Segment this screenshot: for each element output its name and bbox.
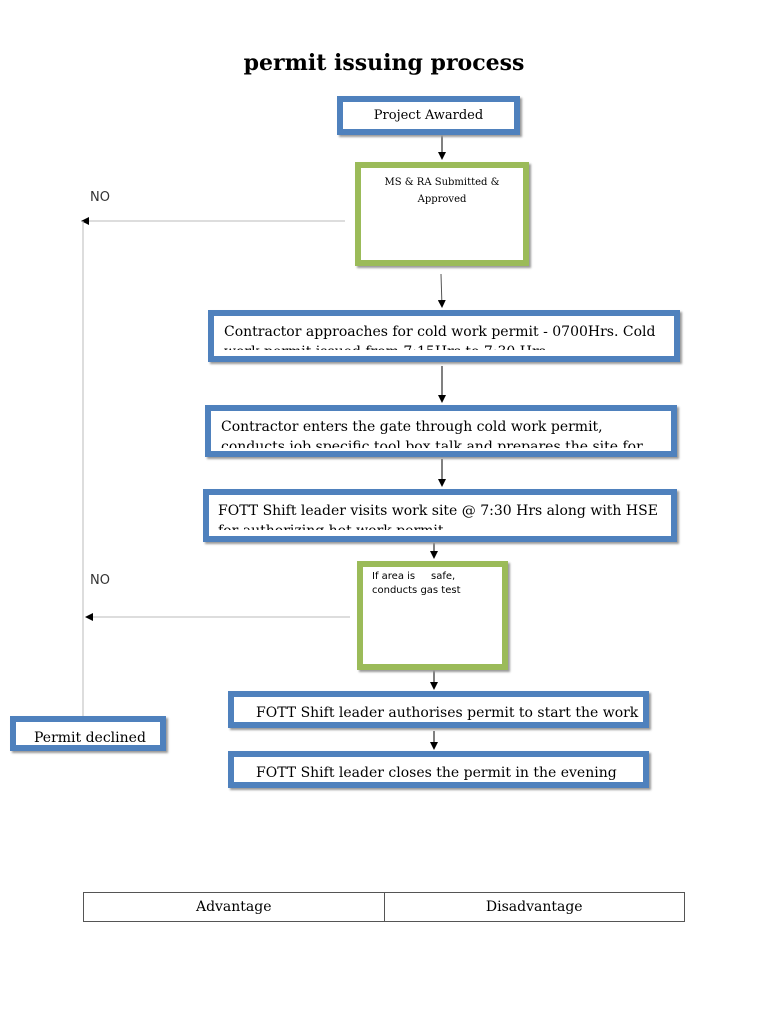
table-header-advantage: Advantage [83,892,385,922]
node-authorises-permit-text: FOTT Shift leader authorises permit to s… [256,705,639,720]
table-header-disadvantage: Disadvantage [383,892,685,922]
node-project-awarded: Project Awarded [337,96,520,135]
node-permit-declined-text: Permit declined [34,730,146,745]
node-ms-ra: MS & RA Submitted & Approved [355,162,529,266]
node-cold-work-permit: Contractor approaches for cold work perm… [208,310,680,362]
no-label-bottom: NO [90,573,110,588]
advantage-table: Advantage Disadvantage [83,892,685,922]
node-enters-gate: Contractor enters the gate through cold … [205,405,677,457]
node-fott-visits-text: FOTT Shift leader visits work site @ 7:3… [218,503,658,530]
node-ms-ra-text: MS & RA Submitted & Approved [384,177,500,205]
node-enters-gate-text: Contractor enters the gate through cold … [221,419,643,448]
node-closes-permit: FOTT Shift leader closes the permit in t… [228,751,649,788]
arrow-msra-to-coldwork [437,273,446,308]
no-label-top: NO [90,190,110,205]
diagram-title: permit issuing process [243,50,525,76]
node-gas-test: If area is safe, conducts gas test [357,561,508,670]
node-cold-work-permit-text: Contractor approaches for cold work perm… [224,324,656,350]
node-permit-declined: Permit declined [10,716,166,751]
node-closes-permit-text: FOTT Shift leader closes the permit in t… [256,765,617,780]
node-authorises-permit: FOTT Shift leader authorises permit to s… [228,691,649,728]
table-row: Advantage Disadvantage [83,892,685,922]
node-project-awarded-text: Project Awarded [373,108,484,123]
node-fott-visits: FOTT Shift leader visits work site @ 7:3… [203,489,677,542]
node-gas-test-text: If area is safe, conducts gas test [372,571,461,596]
